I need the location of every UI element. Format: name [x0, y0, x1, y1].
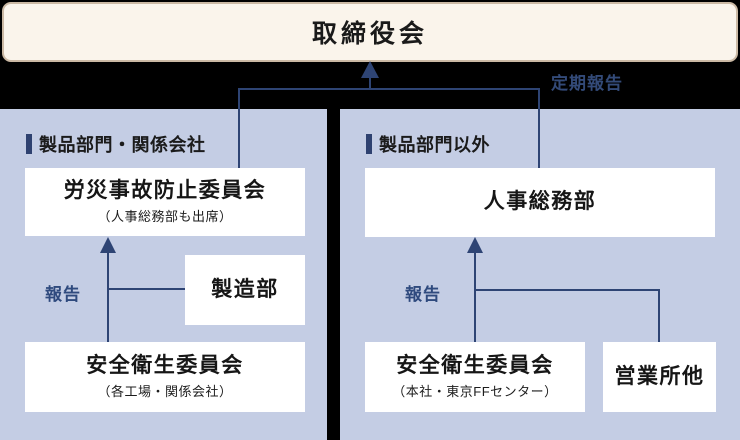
right-panel-header: 製品部門以外 [366, 131, 490, 157]
sales-offices-title: 営業所他 [614, 364, 705, 388]
main-connector-line [238, 88, 540, 172]
right-panel-header-label: 製品部門以外 [379, 135, 490, 155]
right-safety-committee-title: 安全衛生委員会 [396, 353, 554, 377]
right-report-arrow-up-icon [467, 237, 483, 253]
left-safety-committee-box: 安全衛生委員会 （各工場・関係会社） [25, 342, 305, 412]
board-of-directors-box: 取締役会 [2, 2, 738, 62]
left-panel-header-label: 製品部門・関係会社 [39, 135, 206, 155]
left-safety-committee-subtitle: （各工場・関係会社） [97, 384, 233, 400]
right-report-label: 報告 [405, 285, 441, 304]
left-panel-header: 製品部門・関係会社 [26, 131, 206, 157]
accident-prevention-committee-title: 労災事故防止委員会 [63, 178, 267, 202]
hr-general-affairs-dept-box: 人事総務部 [365, 168, 715, 237]
sales-branch-line [475, 289, 660, 342]
accident-prevention-committee-subtitle: （人事総務部も出席） [97, 209, 233, 225]
sales-offices-box: 営業所他 [603, 342, 716, 412]
accident-prevention-committee-box: 労災事故防止委員会 （人事総務部も出席） [25, 168, 305, 236]
manufacturing-dept-title: 製造部 [211, 277, 279, 301]
left-safety-committee-title: 安全衛生委員会 [86, 353, 244, 377]
manufacturing-dept-box: 製造部 [185, 255, 305, 325]
left-report-label: 報告 [45, 285, 81, 304]
board-of-directors-label: 取締役会 [311, 20, 428, 48]
right-safety-committee-subtitle: （本社・東京FFセンター） [392, 384, 558, 400]
left-report-arrow-up-icon [100, 237, 116, 253]
board-arrow-up-icon [361, 61, 379, 78]
right-safety-committee-box: 安全衛生委員会 （本社・東京FFセンター） [365, 342, 585, 412]
left-header-marker-icon [26, 134, 32, 154]
hr-general-affairs-dept-title: 人事総務部 [483, 190, 597, 214]
right-header-marker-icon [366, 134, 372, 154]
periodic-report-label: 定期報告 [551, 74, 623, 93]
